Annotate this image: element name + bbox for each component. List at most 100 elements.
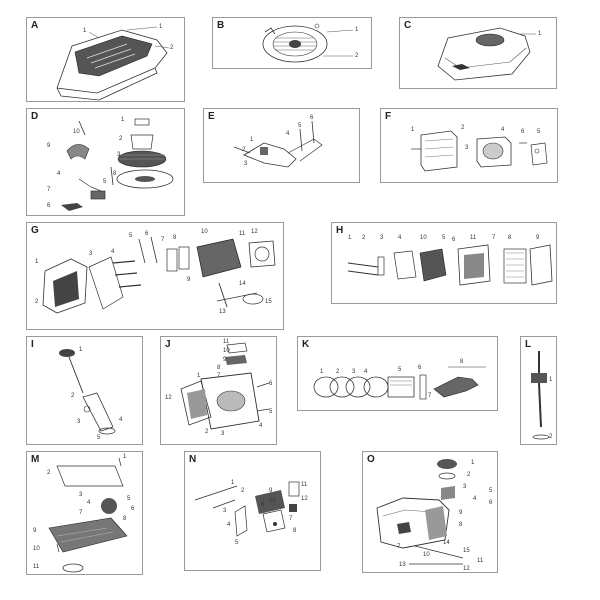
part-number: 2 — [47, 470, 51, 476]
part-number: 7 — [428, 393, 432, 399]
part-number: 10 — [269, 498, 276, 504]
part-number: 1 — [231, 480, 235, 486]
part-number: 5 — [103, 179, 107, 185]
part-number: 1 — [121, 117, 125, 123]
part-number: 4 — [227, 522, 231, 528]
part-number: 13 — [399, 562, 406, 568]
part-number: 1 — [348, 235, 352, 241]
panel-c-letter: C — [404, 20, 412, 31]
part-number: 9 — [536, 235, 540, 241]
panel-a: A 1 1 2 — [26, 17, 185, 102]
panel-d-letter: D — [31, 111, 39, 122]
part-number: 4 — [57, 171, 61, 177]
part-number: 8 — [508, 235, 512, 241]
part-number: 7 — [397, 544, 401, 550]
panel-n: N 1 2 3 4 5 6 7 8 9 10 11 12 — [184, 451, 321, 571]
part-number: 3 — [79, 492, 83, 498]
part-number: 5 — [97, 435, 101, 441]
part-number: 2 — [170, 45, 174, 51]
part-number: 2 — [71, 393, 75, 399]
part-number: 6 — [47, 203, 51, 209]
part-number: 12 — [301, 496, 308, 502]
part-number: 14 — [443, 540, 450, 546]
part-number: 4 — [364, 369, 368, 375]
part-number: 15 — [265, 299, 272, 305]
panel-c: C 1 — [399, 17, 557, 89]
panel-k-letter: K — [302, 339, 310, 350]
part-number: 2 — [461, 125, 465, 131]
part-number: 4 — [501, 127, 505, 133]
part-number: 2 — [355, 53, 359, 59]
part-number: 13 — [219, 309, 226, 315]
part-number: 3 — [465, 145, 469, 151]
part-number: 11 — [223, 339, 230, 345]
part-number: 10 — [201, 229, 208, 235]
part-number: 1 — [197, 373, 201, 379]
part-number: 12 — [463, 566, 470, 572]
panel-k: K 1 2 3 4 5 6 7 8 — [297, 336, 498, 411]
panel-f-letter: F — [385, 111, 392, 122]
part-number: 2 — [549, 434, 553, 440]
part-number: 9 — [459, 510, 463, 516]
part-number: 2 — [205, 429, 209, 435]
part-number: 12 — [165, 395, 172, 401]
part-number: 4 — [473, 496, 477, 502]
part-number: 1 — [538, 31, 542, 37]
part-number: 6 — [418, 365, 422, 371]
part-number: 11 — [239, 231, 246, 237]
flywheel-ignition-drawing — [61, 118, 174, 211]
part-number: 3 — [117, 152, 121, 158]
cylinder-head-drawing — [42, 236, 276, 314]
part-number: 8 — [217, 365, 221, 371]
part-number: 3 — [244, 161, 248, 167]
part-number: 10 — [420, 235, 427, 241]
part-number: 2 — [467, 472, 471, 478]
part-number: 1 — [83, 28, 87, 34]
part-number: 8 — [293, 528, 297, 534]
part-number: 5 — [235, 540, 239, 546]
muffler-drawing — [411, 130, 548, 172]
part-number: 11 — [301, 482, 308, 488]
part-number: 10 — [73, 129, 80, 135]
part-number: 1 — [250, 137, 254, 143]
part-number: 1 — [35, 259, 39, 265]
part-number: 7 — [289, 516, 293, 522]
part-number: 2 — [119, 136, 123, 142]
part-number: 2 — [336, 369, 340, 375]
engine-top-cover-drawing — [56, 26, 170, 101]
part-number: 5 — [489, 488, 493, 494]
part-number: 2 — [362, 235, 366, 241]
part-number: 6 — [310, 115, 314, 121]
part-number: 1 — [471, 460, 475, 466]
part-number: 6 — [269, 381, 273, 387]
part-number: 5 — [269, 409, 273, 415]
panel-l: L 1 2 — [520, 336, 557, 445]
panel-g: G 1 2 3 4 5 6 7 8 9 10 11 12 13 14 15 — [26, 222, 284, 330]
part-number: 9 — [33, 528, 37, 534]
crankcase-drawing — [180, 342, 270, 430]
part-number: 8 — [113, 171, 117, 177]
part-number: 2 — [242, 147, 246, 153]
part-number: 6 — [521, 129, 525, 135]
part-number: 7 — [47, 187, 51, 193]
part-number: 15 — [463, 548, 470, 554]
piston-connecting-rod-drawing — [313, 366, 486, 400]
panel-b: B 1 2 — [212, 17, 372, 69]
throttle-control-drawing — [194, 481, 300, 537]
part-number: 4 — [286, 131, 290, 137]
part-number: 1 — [79, 347, 83, 353]
panel-g-letter: G — [31, 225, 39, 236]
part-number: 9 — [223, 357, 227, 363]
panel-m-letter: M — [31, 454, 40, 465]
part-number: 9 — [269, 488, 273, 494]
part-number: 11 — [477, 558, 484, 564]
panel-j-letter: J — [165, 339, 171, 350]
panel-o: O 1 2 3 4 5 6 7 8 9 10 11 12 13 14 15 — [362, 451, 498, 573]
panel-e-letter: E — [208, 111, 215, 122]
part-number: 6 — [261, 502, 265, 508]
part-number: 7 — [79, 510, 83, 516]
part-number: 3 — [221, 431, 225, 437]
panel-d: D 10 9 1 2 3 4 5 8 7 6 — [26, 108, 185, 216]
part-number: 11 — [33, 564, 40, 570]
part-number: 4 — [398, 235, 402, 241]
